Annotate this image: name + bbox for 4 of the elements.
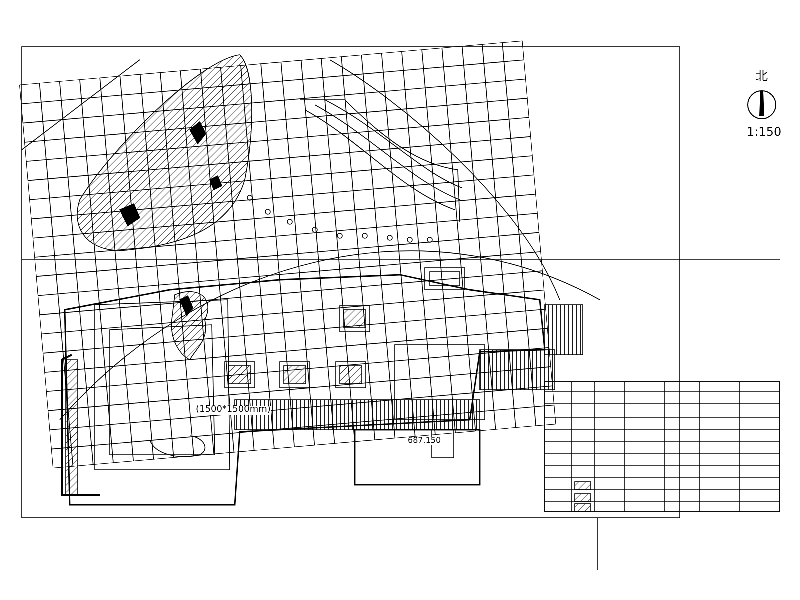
scale-label: 1:150	[747, 126, 782, 138]
elevation-label: 687.150	[408, 437, 442, 445]
dimension-label: (1500*1500mm)	[196, 406, 271, 415]
north-label: 北	[756, 70, 768, 82]
